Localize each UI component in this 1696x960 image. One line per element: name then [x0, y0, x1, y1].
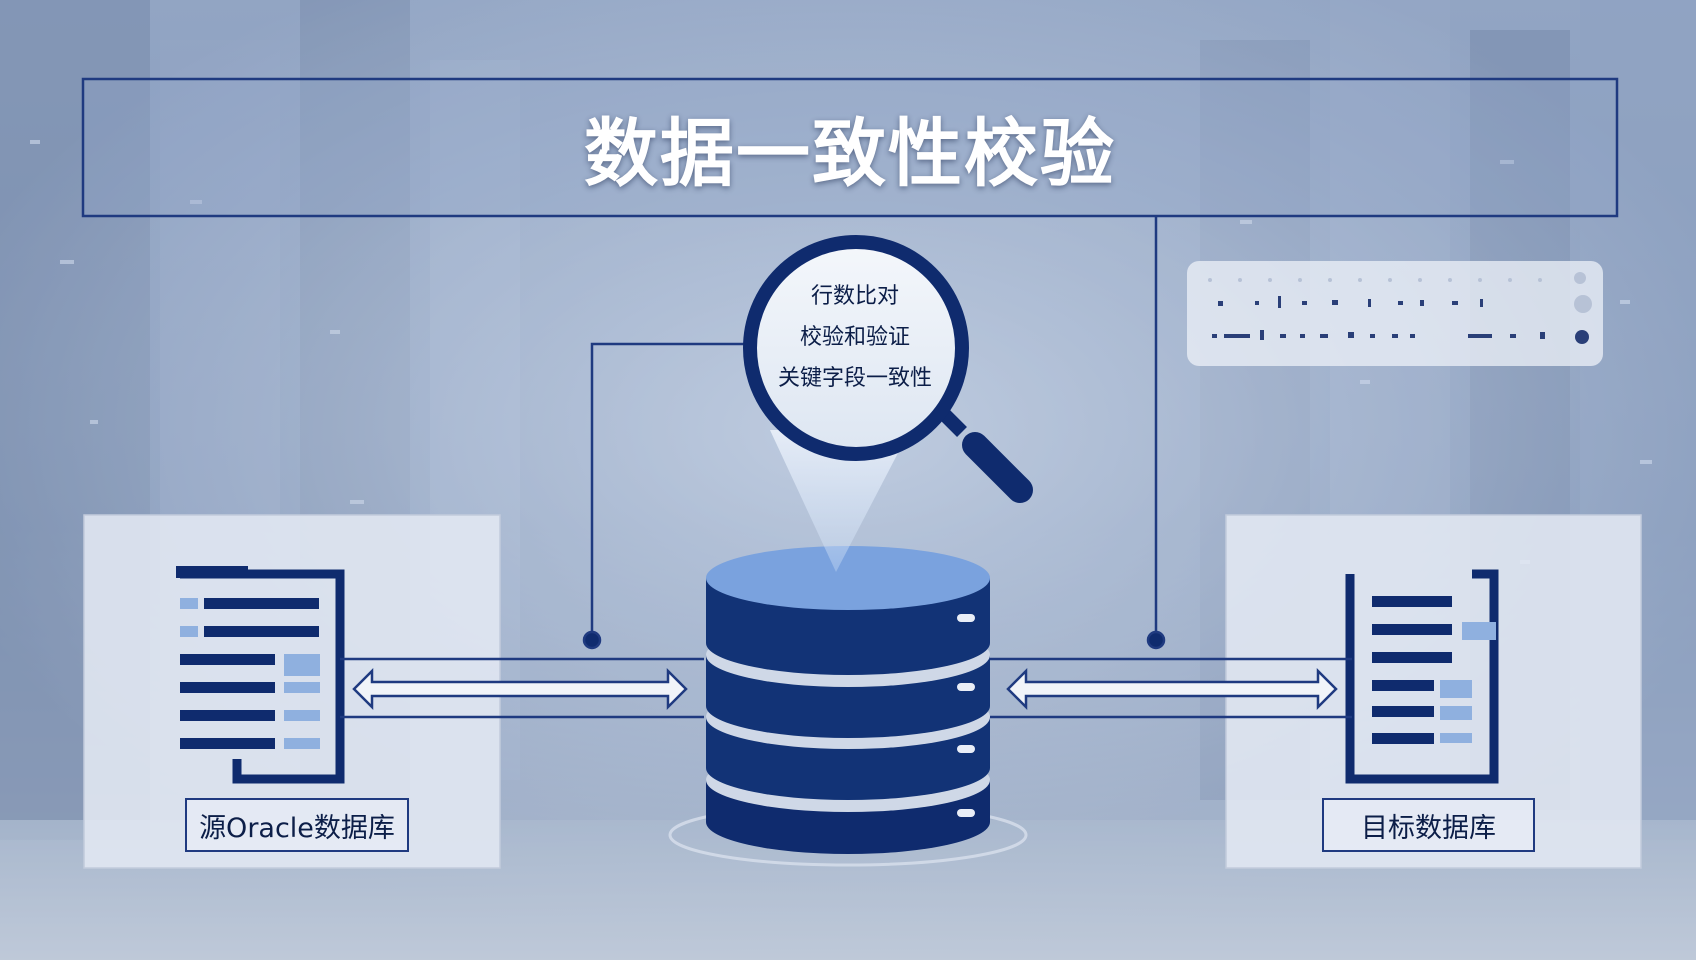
target-document-icon [1345, 569, 1499, 784]
magnifier-connector [582, 342, 745, 650]
magnifier-beam [770, 430, 910, 572]
check-key-fields: 关键字段一致性 [777, 366, 932, 391]
check-row-count: 行数比对 [810, 284, 899, 309]
magnifier-icon [743, 235, 1033, 503]
source-db-label: 源Oracle数据库 [185, 798, 409, 852]
target-db-label: 目标数据库 [1322, 798, 1535, 852]
page-title: 数据一致性校验 [584, 110, 1116, 197]
title-banner [81, 77, 1619, 218]
database-cylinder-icon [706, 546, 990, 854]
double-arrow-icon [990, 657, 1352, 719]
source-document-icon [176, 566, 345, 784]
double-arrow-icon [340, 657, 704, 719]
status-card [1187, 261, 1603, 366]
banner-connector [1146, 216, 1166, 650]
check-checksum: 校验和验证 [799, 325, 910, 350]
magnifier-checklist: 行数比对 校验和验证 关键字段一致性 [760, 276, 950, 399]
